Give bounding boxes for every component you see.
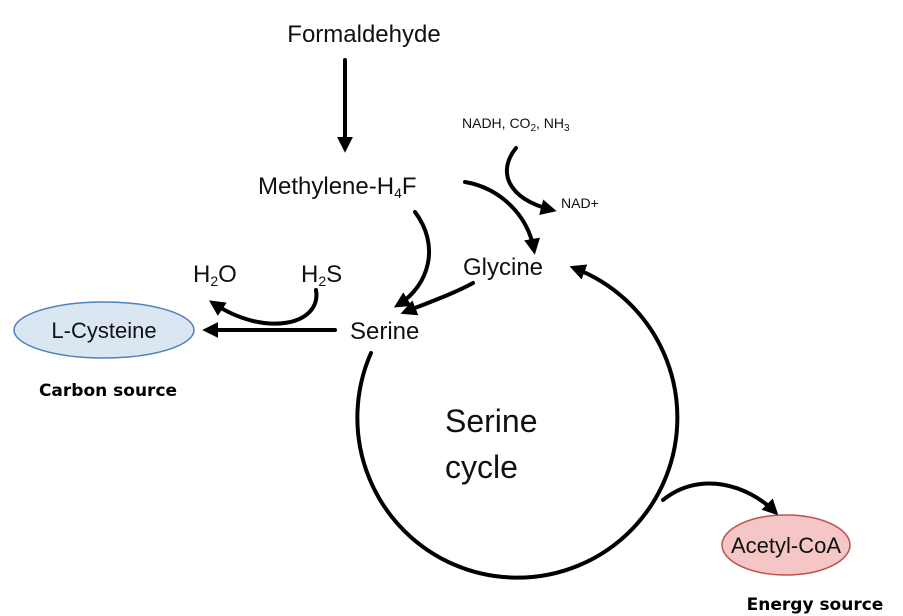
nh3-subscript: 3 xyxy=(564,123,570,134)
h2o-h: H xyxy=(193,261,210,288)
glycine-label: Glycine xyxy=(463,254,543,281)
h2s-subscript: 2 xyxy=(318,273,326,289)
h2s-s: S xyxy=(326,261,342,288)
methylene-tail: F xyxy=(402,173,417,200)
acetyl-coa-node xyxy=(721,514,851,576)
formaldehyde-label: Formaldehyde xyxy=(287,21,440,48)
h2o-label: H2O xyxy=(193,261,237,289)
h2s-to-h2o-arrow xyxy=(209,288,319,326)
h2o-subscript: 2 xyxy=(210,273,218,289)
nad-plus-label: NAD+ xyxy=(561,195,599,211)
methylene-subscript: 4 xyxy=(394,185,402,201)
l-cysteine-label: L-Cysteine xyxy=(51,318,156,343)
serine-cycle-arc xyxy=(355,264,680,580)
energy-source-label: Energy source xyxy=(747,595,884,615)
methylene-to-serine-arrow xyxy=(393,210,432,308)
nadh-co2-nh3-label: NADH, CO2, NH3 xyxy=(462,115,570,134)
l-cysteine-node xyxy=(13,301,195,359)
methylene-h4f-label: Methylene-H4F xyxy=(258,173,417,201)
nadh-part2: , NH xyxy=(536,115,564,131)
methylene-to-glycine-arrow xyxy=(463,180,540,255)
co2-subscript: 2 xyxy=(530,123,536,134)
h2s-label: H2S xyxy=(301,261,342,289)
nadh-to-nad-arrow xyxy=(505,146,557,215)
cycle-to-acetyl-coa-arrow xyxy=(661,481,779,516)
methylene-main: Methylene-H xyxy=(258,173,394,200)
nadh-part1: NADH, CO xyxy=(462,115,531,131)
serine-label: Serine xyxy=(350,318,419,345)
h2s-h: H xyxy=(301,261,318,288)
glycine-to-serine-arrow xyxy=(400,281,475,316)
serine-cycle-label-line2: cycle xyxy=(445,449,518,485)
acetyl-coa-label: Acetyl-CoA xyxy=(731,533,841,558)
carbon-source-label: Carbon source xyxy=(39,381,177,401)
serine-cycle-label-line1: Serine xyxy=(445,403,538,439)
h2o-o: O xyxy=(218,261,237,288)
